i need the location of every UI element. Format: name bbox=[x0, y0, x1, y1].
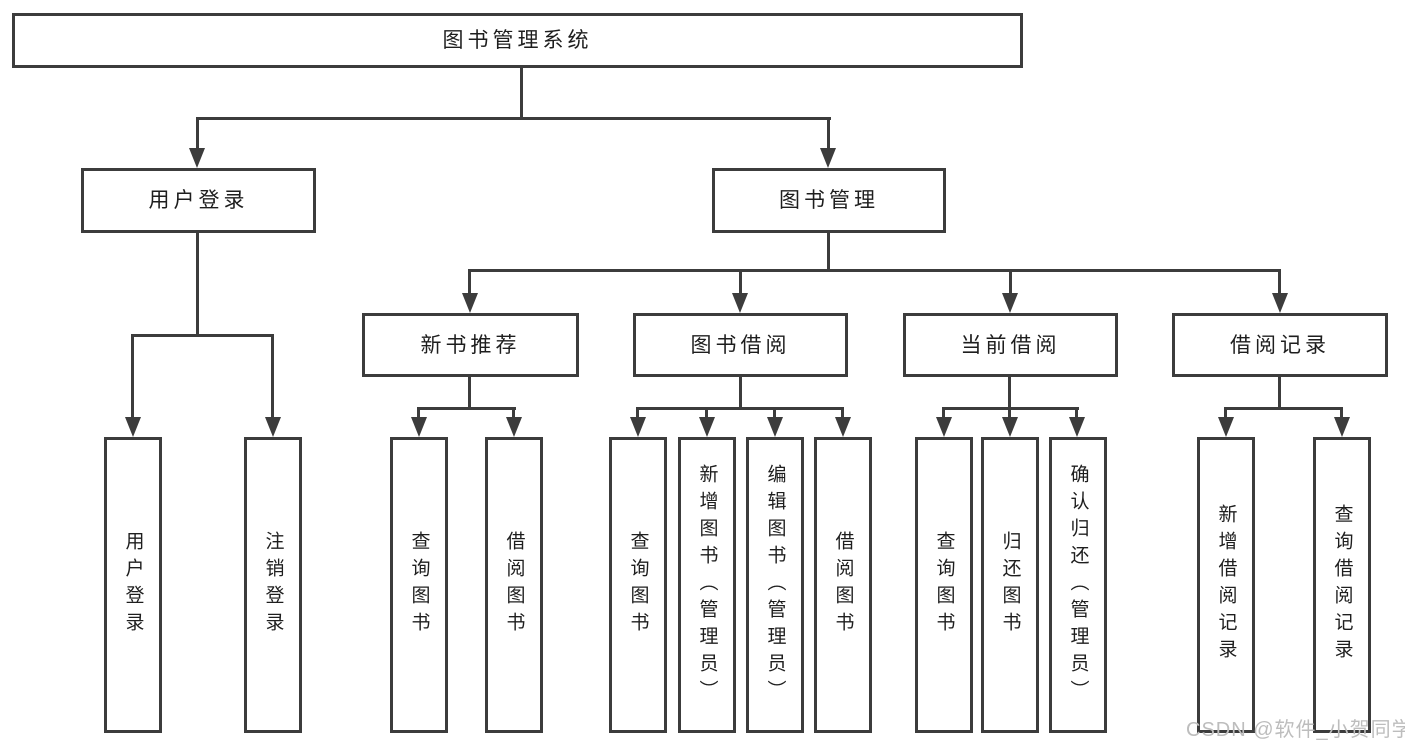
leaf-newbook-borrow-book: 借阅图书 bbox=[485, 437, 543, 733]
arrow-down-icon bbox=[1272, 293, 1288, 313]
leaf-logout-login: 注销登录 bbox=[244, 437, 302, 733]
connector-borrow-split bbox=[636, 407, 844, 410]
arrow-down-icon bbox=[835, 417, 851, 437]
connector-stem bbox=[131, 334, 134, 417]
leaf-user-login: 用户登录 bbox=[104, 437, 162, 733]
leaf-borrow-edit-book-admin: 编辑图书（管理员） bbox=[746, 437, 804, 733]
connector-stem bbox=[1340, 407, 1343, 419]
connector-newbook-stem bbox=[468, 376, 471, 410]
watermark: CSDN @软件_小贺同学 bbox=[1186, 719, 1405, 741]
connector-stem bbox=[1075, 407, 1078, 419]
node-book-borrow: 图书借阅 bbox=[633, 313, 848, 377]
connector-userlogin-split bbox=[131, 334, 274, 337]
connector-stem bbox=[636, 407, 639, 419]
connector-stem bbox=[739, 269, 742, 295]
arrow-down-icon bbox=[1002, 293, 1018, 313]
leaf-current-confirm-return-admin: 确认归还（管理员） bbox=[1049, 437, 1107, 733]
arrow-down-icon bbox=[462, 293, 478, 313]
connector-record-stem bbox=[1278, 376, 1281, 410]
connector-bookmgmt-stem bbox=[827, 232, 830, 272]
connector-stem bbox=[196, 117, 199, 150]
leaf-current-query-book: 查询图书 bbox=[915, 437, 973, 733]
node-current-borrow: 当前借阅 bbox=[903, 313, 1118, 377]
connector-stem bbox=[512, 407, 515, 419]
connector-root-split bbox=[196, 117, 831, 120]
connector-stem bbox=[773, 407, 776, 419]
node-user-login: 用户登录 bbox=[81, 168, 316, 233]
leaf-borrow-add-book-admin: 新增图书（管理员） bbox=[678, 437, 736, 733]
arrow-down-icon bbox=[1334, 417, 1350, 437]
arrow-down-icon bbox=[732, 293, 748, 313]
leaf-record-add-borrow-record: 新增借阅记录 bbox=[1197, 437, 1255, 733]
arrow-down-icon bbox=[699, 417, 715, 437]
node-book-management: 图书管理 bbox=[712, 168, 946, 233]
arrow-down-icon bbox=[767, 417, 783, 437]
connector-stem bbox=[1278, 269, 1281, 295]
node-root-system: 图书管理系统 bbox=[12, 13, 1023, 68]
arrow-down-icon bbox=[506, 417, 522, 437]
node-borrow-record: 借阅记录 bbox=[1172, 313, 1388, 377]
leaf-borrow-borrow-book: 借阅图书 bbox=[814, 437, 872, 733]
arrow-down-icon bbox=[936, 417, 952, 437]
connector-root-stem bbox=[520, 68, 523, 119]
leaf-record-query-borrow-record: 查询借阅记录 bbox=[1313, 437, 1371, 733]
arrow-down-icon bbox=[1002, 417, 1018, 437]
arrow-down-icon bbox=[125, 417, 141, 437]
connector-borrow-stem bbox=[739, 376, 742, 410]
connector-stem bbox=[1224, 407, 1227, 419]
connector-stem bbox=[1009, 269, 1012, 295]
connector-stem bbox=[827, 117, 830, 150]
arrow-down-icon bbox=[265, 417, 281, 437]
node-new-book-recommend: 新书推荐 bbox=[362, 313, 579, 377]
arrow-down-icon bbox=[411, 417, 427, 437]
connector-bookmgmt-split bbox=[468, 269, 1281, 272]
arrow-down-icon bbox=[1069, 417, 1085, 437]
connector-current-stem bbox=[1008, 376, 1011, 410]
arrow-down-icon bbox=[1218, 417, 1234, 437]
connector-stem bbox=[841, 407, 844, 419]
leaf-newbook-query-book: 查询图书 bbox=[390, 437, 448, 733]
connector-stem bbox=[942, 407, 945, 419]
leaf-current-return-book: 归还图书 bbox=[981, 437, 1039, 733]
connector-stem bbox=[468, 269, 471, 295]
connector-stem bbox=[417, 407, 420, 419]
arrow-down-icon bbox=[630, 417, 646, 437]
connector-userlogin-stem bbox=[196, 232, 199, 337]
leaf-borrow-query-book: 查询图书 bbox=[609, 437, 667, 733]
arrow-down-icon bbox=[820, 148, 836, 168]
connector-stem bbox=[705, 407, 708, 419]
connector-newbook-split bbox=[417, 407, 516, 410]
arrow-down-icon bbox=[189, 148, 205, 168]
connector-stem bbox=[1008, 407, 1011, 419]
connector-stem bbox=[271, 334, 274, 417]
connector-record-split bbox=[1224, 407, 1343, 410]
